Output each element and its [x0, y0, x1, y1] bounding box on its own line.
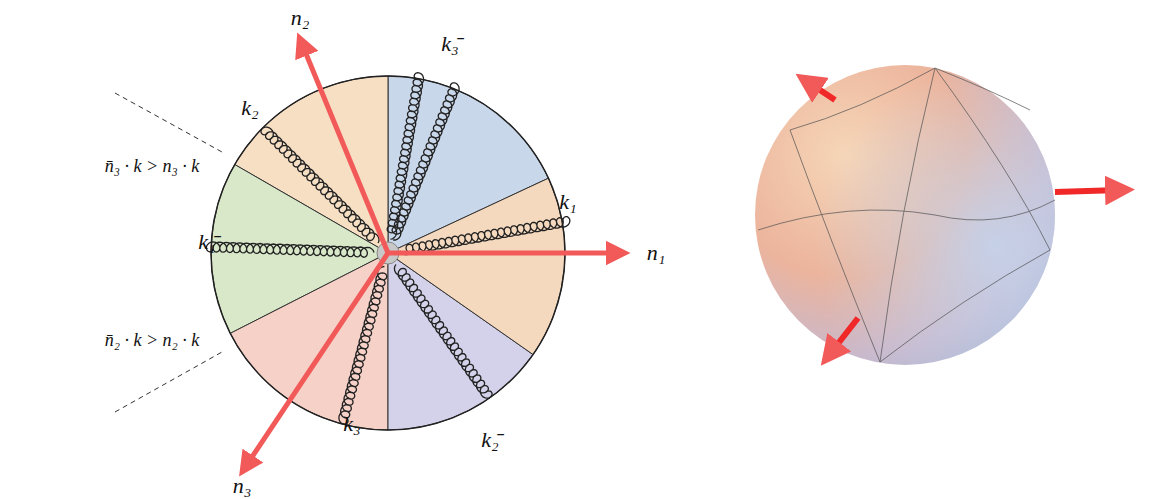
gluon [206, 242, 374, 257]
sector [388, 178, 565, 354]
momentum-label: k₃ [343, 413, 360, 435]
region-condition: n̄₃ · k > n₃ · k [102, 156, 203, 176]
gluon [400, 217, 570, 255]
sector [230, 253, 388, 430]
momentum-label: k₁̄ [198, 231, 215, 253]
axis-label: n₂ [291, 7, 310, 29]
gluon [387, 73, 423, 240]
momentum-label: k₂ [241, 97, 258, 119]
momentum-label: k₃̄ [441, 33, 458, 55]
axis-label: n₃ [233, 475, 252, 497]
sphere [755, 65, 1120, 365]
axis-label: n₁ [647, 242, 666, 264]
momentum-label: k₁ [559, 191, 576, 213]
boundary-dashes [115, 93, 222, 412]
jet-arrows [246, 44, 618, 466]
region-condition: n̄₂ · k > n₂ · k [102, 330, 203, 350]
gluon [394, 265, 492, 399]
momentum-label: k₂̄ [481, 429, 498, 451]
